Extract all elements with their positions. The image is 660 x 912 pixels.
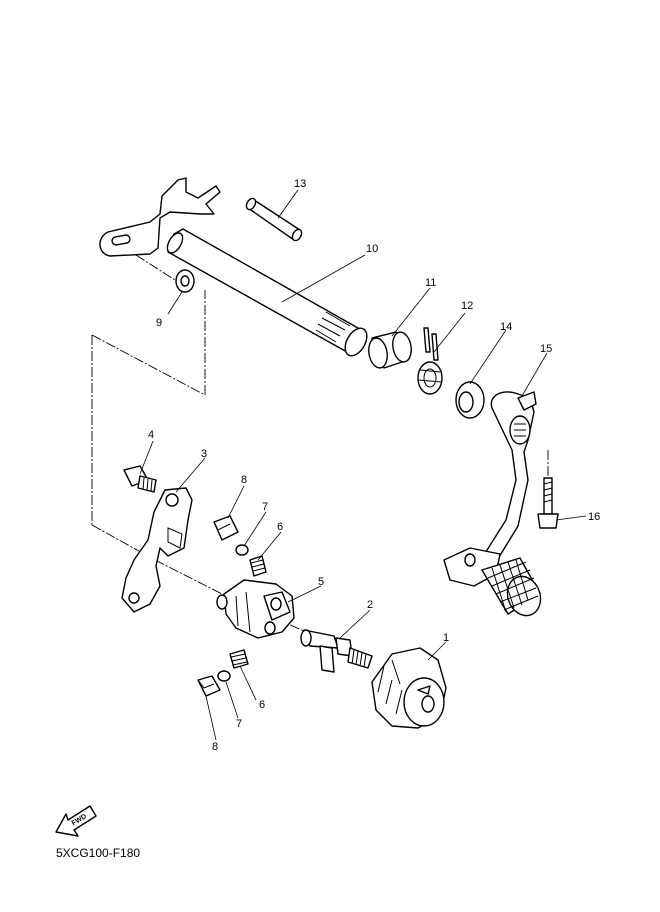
fwd-arrow-icon: FWD: [55, 805, 97, 837]
part-2-bolt: [300, 629, 373, 673]
part-12-spring: [417, 327, 443, 395]
part-1-shift-cam: [371, 647, 447, 729]
callout-6-upper: 6: [277, 521, 283, 533]
callout-12: 12: [461, 300, 473, 312]
callout-6-lower: 6: [259, 699, 265, 711]
part-5-shift-guide: [216, 579, 295, 639]
part-6-spring-upper: [249, 555, 267, 577]
part-11-collar: [368, 331, 412, 369]
part-7-ball-lower: [217, 670, 231, 682]
leader-lines: [139, 189, 587, 741]
part-4-bolt: [123, 465, 157, 493]
diagram-code: 5XCG100-F180: [56, 846, 141, 860]
part-10-shift-shaft: [99, 177, 368, 357]
callout-3: 3: [201, 448, 207, 460]
part-15-shift-pedal: [443, 391, 542, 617]
callout-8-lower: 8: [212, 741, 218, 753]
callout-10: 10: [366, 243, 378, 255]
part-7-ball-upper: [235, 544, 249, 556]
callout-13: 13: [294, 178, 306, 190]
callout-2: 2: [367, 599, 373, 611]
part-6-spring-lower: [229, 649, 249, 669]
part-8-stopper-lower: [197, 675, 221, 697]
callout-7-lower: 7: [236, 718, 242, 730]
part-9-seal: [175, 269, 195, 293]
callout-16: 16: [588, 511, 600, 523]
part-3-stopper-plate: [121, 487, 193, 613]
callout-1: 1: [443, 632, 449, 644]
callout-4: 4: [148, 429, 154, 441]
callout-14: 14: [500, 321, 512, 333]
callout-9: 9: [156, 317, 162, 329]
callout-15: 15: [540, 343, 552, 355]
part-8-stopper-upper: [213, 515, 239, 541]
callout-11: 11: [425, 277, 436, 289]
part-16-bolt: [537, 477, 559, 529]
callout-numbers: 13 10 11 12 14 15 16 9 4 3 8 7 6 5 2 1 6…: [148, 178, 600, 753]
part-13-pin: [245, 197, 303, 242]
callout-5: 5: [318, 576, 324, 588]
callout-8-upper: 8: [241, 474, 247, 486]
callout-7-upper: 7: [262, 501, 268, 513]
part-14-seal: [455, 381, 485, 419]
